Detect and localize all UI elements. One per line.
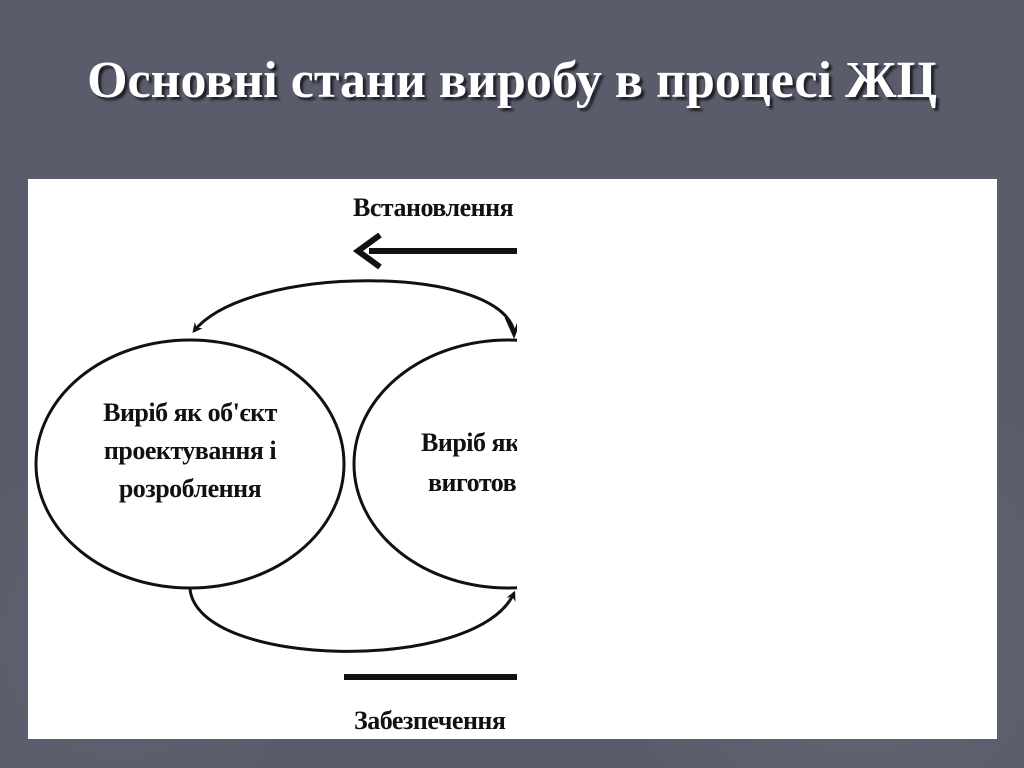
- left-circle-line-1: Виріб як об'єкт: [103, 398, 277, 427]
- top-straight-arrow: [352, 232, 517, 270]
- slide-title: Основні стани виробу в процесі ЖЦ: [87, 52, 937, 109]
- right-circle-line-1: Виріб як: [421, 428, 520, 457]
- bottom-label: Забезпечення: [354, 706, 506, 735]
- left-circle: [34, 338, 346, 590]
- right-circle-line-2: виготов: [428, 468, 517, 497]
- left-circle-line-2: проектування і: [104, 436, 276, 465]
- top-label: Встановлення: [353, 193, 514, 222]
- diagram-panel: Встановлення Виріб як об'єкт проектуванн…: [28, 179, 997, 739]
- crop-mask: [517, 179, 997, 739]
- bottom-curved-arrow: [188, 588, 516, 653]
- lifecycle-diagram: Встановлення Виріб як об'єкт проектуванн…: [34, 179, 997, 739]
- top-curved-arrow: [192, 279, 516, 333]
- left-circle-line-3: розроблення: [119, 474, 262, 503]
